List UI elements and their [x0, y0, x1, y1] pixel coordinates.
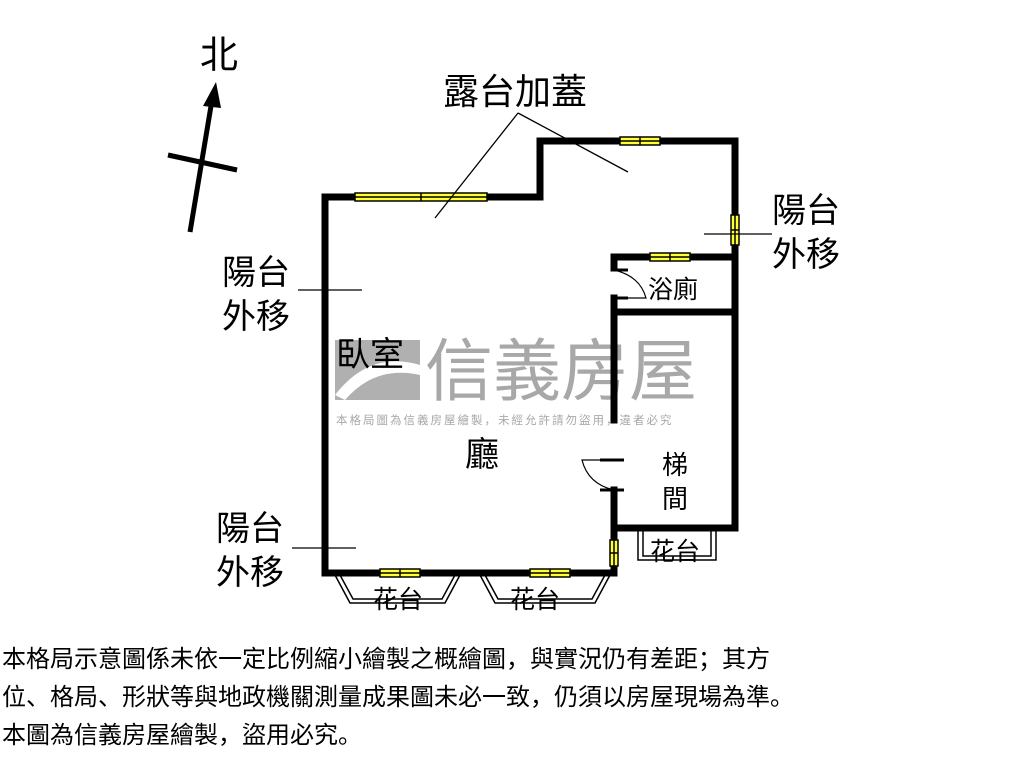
doors — [581, 268, 647, 492]
planter-label: 花台 — [650, 537, 700, 566]
living-room-label: 廳 — [465, 435, 499, 475]
disclaimer-line: 本圖為信義房屋繪製，盜用必究。 — [2, 721, 362, 749]
planter-label: 花台 — [510, 585, 560, 614]
watermark-brand: 信義房屋 — [425, 333, 697, 412]
north-label: 北 — [200, 33, 238, 77]
balcony-label-right-2: 外移 — [772, 235, 840, 275]
terrace-label: 露台加蓋 — [443, 72, 587, 113]
balcony-label-right: 陽台 — [772, 191, 840, 231]
disclaimer-note: 本格局示意圖係未依一定比例縮小繪製之概繪圖，與實況仍有差距；其方 位、格局、形狀… — [2, 640, 1022, 754]
bathroom-label: 浴廁 — [648, 275, 698, 304]
balcony-label-left-bottom-2: 外移 — [216, 553, 284, 593]
stair-label-2: 間 — [662, 485, 688, 515]
balcony-label-left-top: 陽台 — [222, 253, 290, 293]
windows — [354, 136, 740, 578]
disclaimer-line: 本格局示意圖係未依一定比例縮小繪製之概繪圖，與實況仍有差距；其方 — [2, 645, 770, 673]
balcony-label-left-top-2: 外移 — [222, 297, 290, 337]
watermark-notice: 本格局圖為信義房屋繪製，未經允許請勿盜用，違者必究 — [336, 413, 674, 427]
bedroom-label: 臥室 — [336, 335, 404, 375]
balcony-label-left-bottom: 陽台 — [216, 509, 284, 549]
leader-lines — [292, 112, 772, 549]
planter-label: 花台 — [373, 585, 423, 614]
disclaimer-line: 位、格局、形狀等與地政機關測量成果圖未必一致，仍須以房屋現場為準。 — [2, 683, 794, 711]
stair-label-1: 梯 — [662, 451, 688, 481]
floor-plan-drawing: 信義房屋 本格局圖為信義房屋繪製，未經允許請勿盜用，違者必究 北 — [167, 33, 840, 614]
planters — [334, 530, 717, 604]
walls — [321, 137, 739, 577]
arrow-up-icon — [203, 82, 221, 108]
watermark: 信義房屋 本格局圖為信義房屋繪製，未經允許請勿盜用，違者必究 — [335, 333, 697, 427]
north-compass: 北 — [167, 33, 238, 233]
